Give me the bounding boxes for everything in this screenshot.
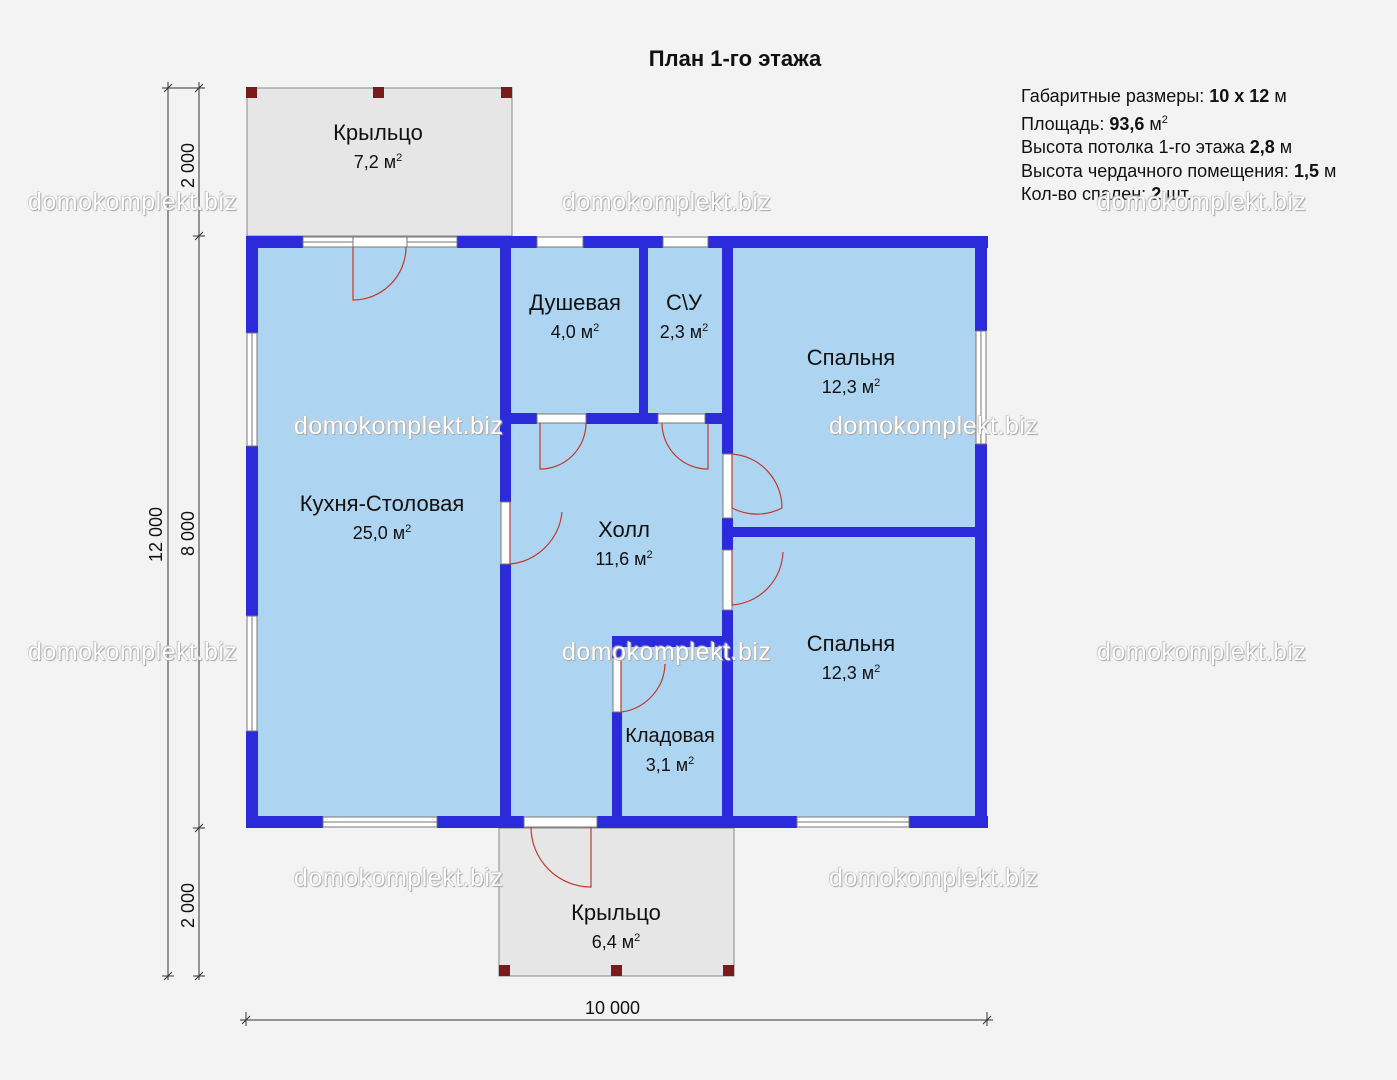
spec-bedroom-count: Кол-во спален: 2 шт. [1021,184,1192,204]
dim-bottom-porch: 2 000 [178,882,198,928]
porch-top [246,87,513,237]
spec-attic-height: Высота чердачного помещения: 1,5 м [1021,160,1337,181]
room-hall: Холл 11,6 м2 [595,517,653,569]
spec-dimensions: Габаритные размеры: 10 х 12 м [1021,86,1287,106]
porch-bottom [498,827,735,977]
watermark: domokomplekt.biz [28,188,238,216]
room-porch-top: Крыльцо 7,2 м2 [333,120,423,172]
watermark: domokomplekt.biz [562,638,772,666]
dim-mid-height: 8 000 [178,510,198,556]
watermark: domokomplekt.biz [1097,638,1307,666]
spec-ceiling-height: Высота потолка 1-го этажа 2,8 м [1021,137,1293,157]
windows [246,236,987,828]
watermark: domokomplekt.biz [28,638,238,666]
room-pantry: Кладовая 3,1 м2 [625,725,715,775]
dimension-lines [162,82,993,1026]
room-shower: Душевая 4,0 м2 [529,290,621,342]
room-kitchen: Кухня-Столовая 25,0 м2 [299,491,465,543]
watermark: domokomplekt.biz [829,412,1039,440]
watermark: domokomplekt.biz [1097,188,1307,216]
dim-total-height: 12 000 [146,506,166,562]
room-bedroom-1: Спальня 12,3 м2 [806,345,896,397]
plan-title: План 1-го этажа [648,46,822,71]
dim-top-porch: 2 000 [178,142,198,188]
watermark: domokomplekt.biz [829,864,1039,892]
porch-posts [246,87,734,976]
specs-block: Габаритные размеры: 10 х 12 м Площадь: 9… [1021,85,1336,207]
watermark: domokomplekt.biz [294,412,504,440]
door-openings [352,236,733,828]
spec-area: Площадь: 93,6 м2 [1021,113,1168,134]
watermark: domokomplekt.biz [294,864,504,892]
room-porch-bottom: Крыльцо 6,4 м2 [571,900,661,952]
dim-width: 10 000 [585,998,641,1018]
walls [246,236,988,828]
room-wc: С\У 2,3 м2 [659,290,709,342]
door-swings [352,246,784,888]
room-bedroom-2: Спальня 12,3 м2 [806,631,896,683]
watermark: domokomplekt.biz [562,188,772,216]
